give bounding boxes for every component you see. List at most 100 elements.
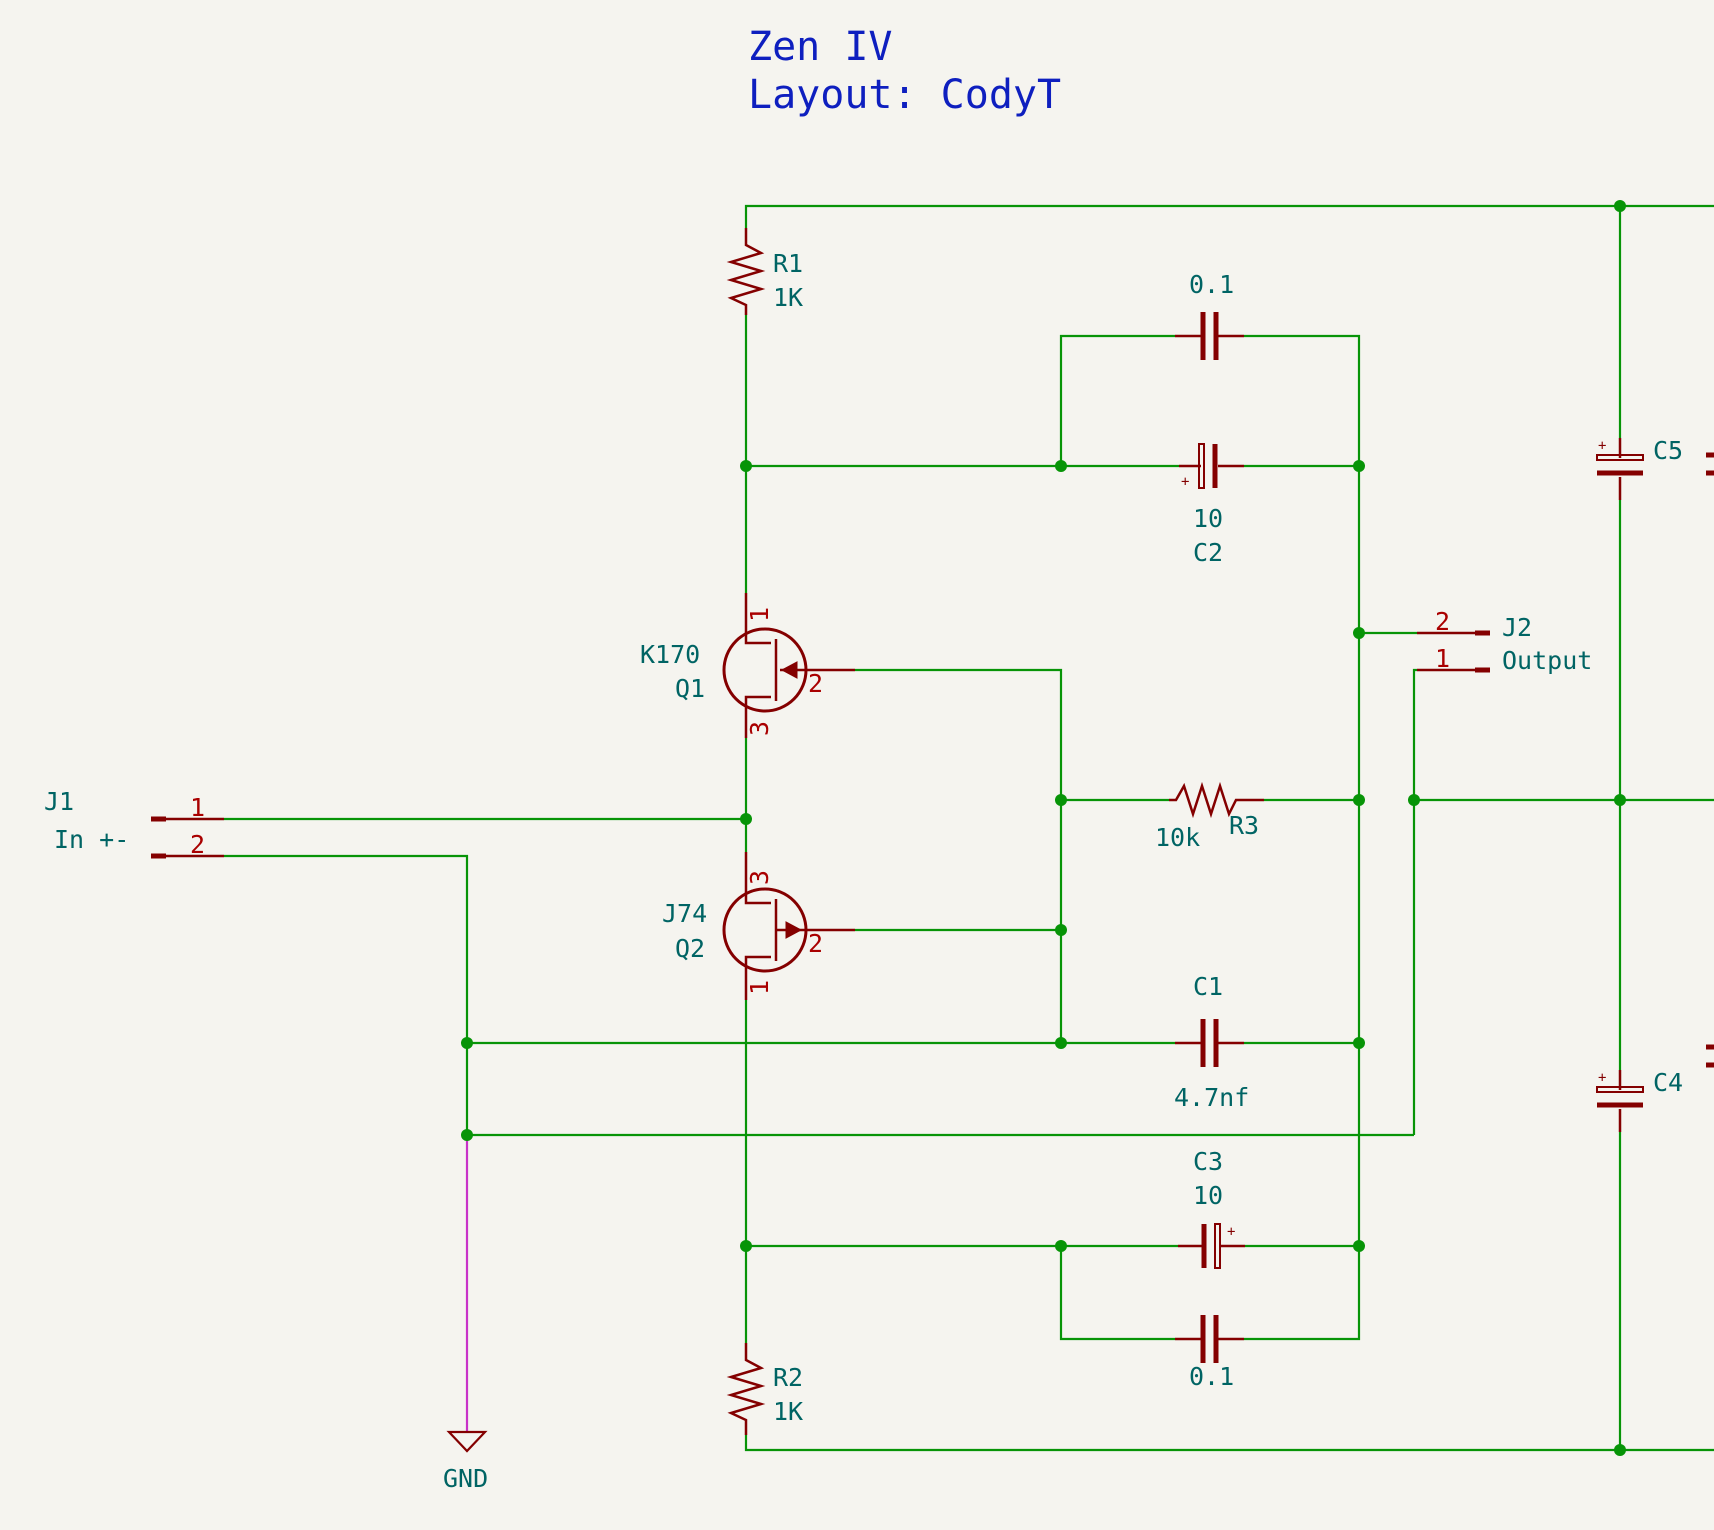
connector-j1-ref: J1 <box>44 787 74 816</box>
ground-label: GND <box>443 1464 488 1493</box>
j1-pin-label: 1 <box>190 793 205 822</box>
resistor-r2-value: 1K <box>773 1397 803 1426</box>
capacitor-c5-ref: C5 <box>1653 436 1683 465</box>
capacitor-c3[interactable]: + C3 10 <box>1178 1147 1245 1269</box>
q2-pin-label: 2 <box>808 929 823 958</box>
j2-pin-label: 1 <box>1435 644 1450 673</box>
wire-top-rail <box>744 204 1714 228</box>
q2-drain-lead <box>744 955 771 1000</box>
plus-sign-icon: + <box>1181 474 1189 490</box>
junction <box>740 813 752 825</box>
capacitor-c3-ref: C3 <box>1193 1147 1223 1176</box>
wires <box>224 204 1714 1452</box>
wire-bottom-rail <box>744 1435 1714 1452</box>
q1-source-lead <box>744 695 771 738</box>
q1-gate-arrow-icon <box>780 661 798 679</box>
q1-drain-lead <box>744 593 771 645</box>
capacitor-c3-value: 10 <box>1193 1181 1223 1210</box>
connector-j1-value: In +- <box>54 825 129 854</box>
junction <box>1055 1240 1067 1252</box>
junction <box>461 1129 473 1141</box>
plus-sign-icon: + <box>1598 438 1606 454</box>
junction <box>1408 794 1420 806</box>
q2-pin-label: 1 <box>745 980 774 995</box>
wire-ctop-right <box>1244 334 1361 466</box>
junctions <box>461 200 1626 1456</box>
q2-gate-arrow-icon <box>785 921 803 939</box>
capacitor-c2[interactable]: + 10 C2 <box>1179 443 1244 567</box>
junction <box>1353 1240 1365 1252</box>
resistor-r2-ref: R2 <box>773 1363 803 1392</box>
capacitor-c4[interactable]: + C4 <box>1596 1044 1714 1132</box>
q2-pin-label: 3 <box>745 870 774 885</box>
wire-ctop-left <box>1059 334 1175 466</box>
connector-j2[interactable]: 2 1 J2 Output <box>1417 607 1592 675</box>
transistor-q1-ref: Q1 <box>675 674 705 703</box>
ground-symbol[interactable]: GND <box>443 1430 488 1493</box>
junction <box>1055 460 1067 472</box>
junction <box>1055 794 1067 806</box>
junction <box>740 1240 752 1252</box>
q2-source-lead <box>744 852 771 905</box>
junction <box>1353 460 1365 472</box>
wire-q1-gate <box>855 668 1063 1043</box>
wire-j1-pin2 <box>224 854 469 1135</box>
capacitor-c2-value: 10 <box>1193 504 1223 533</box>
resistor-r3-symbol <box>1169 781 1264 819</box>
capacitor-bottom-value: 0.1 <box>1189 1362 1234 1391</box>
resistor-r1-value: 1K <box>773 283 803 312</box>
resistor-r1-symbol <box>726 228 766 315</box>
q1-pin-label: 2 <box>808 669 823 698</box>
resistor-r1[interactable]: R1 1K <box>726 228 803 315</box>
junction <box>461 1037 473 1049</box>
junction <box>740 460 752 472</box>
junction <box>1353 627 1365 639</box>
capacitor-c1[interactable]: C1 4.7nf <box>1174 972 1249 1112</box>
transistor-q2-ref: Q2 <box>675 934 705 963</box>
capacitor-c2-ref: C2 <box>1193 538 1223 567</box>
cap-plate-positive <box>1596 1086 1644 1093</box>
resistor-r2-symbol <box>726 1343 766 1435</box>
junction <box>1353 1037 1365 1049</box>
junction <box>1614 1444 1626 1456</box>
capacitor-bottom-0.1[interactable]: 0.1 <box>1175 1315 1244 1391</box>
capacitor-top-0.1[interactable]: 0.1 <box>1175 270 1244 360</box>
junction <box>1055 1037 1067 1049</box>
capacitor-c5[interactable]: + C5 <box>1596 436 1714 500</box>
cap-plate-positive <box>1198 443 1205 489</box>
transistor-q2-value: J74 <box>662 899 707 928</box>
title-line-1: Zen IV <box>748 24 893 70</box>
transistor-q1[interactable]: 1 2 3 K170 Q1 <box>640 593 855 738</box>
capacitor-c1-ref: C1 <box>1193 972 1223 1001</box>
q1-pin-label: 3 <box>745 721 774 736</box>
resistor-r2[interactable]: R2 1K <box>726 1343 803 1435</box>
wire-j2-pin1 <box>1412 668 1417 1135</box>
capacitor-top-value: 0.1 <box>1189 270 1234 299</box>
j1-pin-label: 2 <box>190 830 205 859</box>
junction <box>1353 794 1365 806</box>
j2-pin-label: 2 <box>1435 607 1450 636</box>
resistor-r3-value: 10k <box>1155 823 1200 852</box>
resistor-r3[interactable]: R3 10k <box>1155 781 1264 852</box>
q1-pin-label: 1 <box>745 607 774 622</box>
cap-plate-positive <box>1596 454 1644 461</box>
capacitor-c1-value: 4.7nf <box>1174 1083 1249 1112</box>
transistor-q2[interactable]: 3 2 1 J74 Q2 <box>662 852 855 1000</box>
junction <box>1614 200 1626 212</box>
resistor-r3-ref: R3 <box>1229 811 1259 840</box>
plus-sign-icon: + <box>1227 1224 1235 1240</box>
resistor-r1-ref: R1 <box>773 249 803 278</box>
title-line-2: Layout: CodyT <box>748 72 1061 118</box>
wire-cbot-right <box>1244 1246 1361 1341</box>
ground-icon <box>446 1430 488 1453</box>
connector-j2-ref: J2 <box>1502 613 1532 642</box>
plus-sign-icon: + <box>1598 1070 1606 1086</box>
transistor-q1-value: K170 <box>640 640 700 669</box>
connector-j1[interactable]: 1 2 J1 In +- <box>44 787 224 859</box>
junction <box>1055 924 1067 936</box>
capacitor-c4-ref: C4 <box>1653 1068 1683 1097</box>
junction <box>1614 794 1626 806</box>
cap-plate-positive <box>1214 1223 1221 1269</box>
connector-j2-value: Output <box>1502 646 1592 675</box>
